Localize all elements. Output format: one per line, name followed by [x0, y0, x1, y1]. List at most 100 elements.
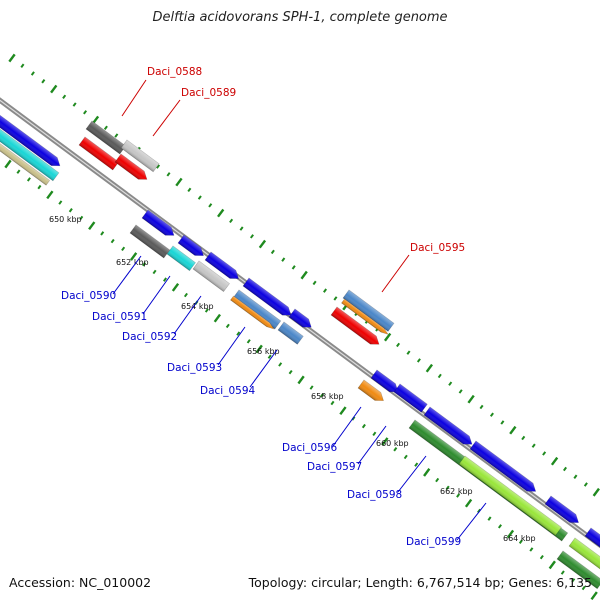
gene-bar-shading: [0, 123, 59, 181]
label-daci-0589-leader: [152, 99, 181, 137]
tick-mark: [320, 393, 325, 398]
tick-mark: [542, 451, 547, 456]
tick-mark: [361, 423, 366, 429]
tick-mark: [467, 394, 475, 404]
label-daci-0598: Daci_0598: [347, 489, 402, 501]
scale-label-660-kbp: 660 kbp: [376, 439, 409, 448]
tick-mark: [213, 313, 221, 323]
tick-mark: [236, 331, 241, 336]
tick-mark: [333, 296, 338, 301]
gene-bar-blue: [288, 308, 312, 328]
label-daci-0597: Daci_0597: [307, 461, 362, 473]
tick-mark: [229, 218, 234, 224]
scale-label-656-kbp: 656 kbp: [247, 347, 280, 356]
tick-mark: [416, 358, 421, 363]
gene-bar-shading: [115, 153, 147, 180]
tick-mark: [225, 323, 230, 329]
tick-mark: [197, 195, 202, 200]
tick-mark: [46, 190, 54, 200]
label-daci-0594-leader: [249, 349, 278, 388]
tick-mark: [330, 400, 335, 406]
tick-mark: [217, 208, 225, 218]
gene-bar-green: [556, 550, 600, 590]
gene-bar-daci-0594: [277, 321, 304, 345]
gene-bar-shading: [278, 321, 304, 345]
tick-mark: [583, 482, 588, 487]
gene-bar-daci-0589: [120, 139, 160, 173]
tick-mark: [548, 560, 556, 570]
gene-bar-blue: [544, 495, 579, 523]
tick-mark: [4, 159, 12, 169]
label-daci-0598-leader: [397, 455, 427, 493]
tick-mark: [529, 547, 534, 552]
gene-bar-shading: [0, 112, 60, 166]
tick-mark: [590, 591, 598, 600]
tick-mark: [573, 474, 578, 479]
tick-mark: [204, 308, 209, 313]
label-daci-0592: Daci_0592: [122, 331, 177, 343]
tick-mark: [563, 466, 567, 472]
gene-bar-shading: [86, 120, 126, 155]
tick-mark: [291, 265, 296, 270]
tick-mark: [37, 184, 42, 190]
gene-bar-daci-0596: [357, 379, 384, 401]
gene-bar-tan: [0, 137, 51, 186]
topology-text: Topology: circular; Length: 6,767,514 bp…: [248, 575, 592, 590]
tick-mark: [270, 249, 275, 255]
tick-mark: [121, 246, 126, 252]
label-daci-0596: Daci_0596: [282, 442, 338, 454]
tick-mark: [435, 477, 440, 483]
tick-mark: [423, 468, 431, 477]
gene-bar-daci-0591: [166, 245, 196, 272]
gene-bar-daci-0599: [458, 455, 562, 536]
tick-mark: [489, 412, 494, 417]
gene-bar-daci-0588: [85, 120, 127, 155]
gene-bar-shading: [459, 455, 562, 536]
tick-mark: [487, 516, 492, 521]
scale-label-650-kbp: 650 kbp: [49, 215, 82, 224]
scale-label-652-kbp: 652 kbp: [116, 258, 149, 267]
tick-mark: [456, 493, 461, 498]
tick-mark: [309, 385, 314, 390]
label-daci-0591-leader: [142, 275, 171, 315]
tick-mark: [175, 177, 183, 187]
tick-mark: [581, 585, 586, 591]
gene-bar-blue: [370, 369, 399, 393]
gene-bar-red: [78, 136, 120, 171]
scale-label-662-kbp: 662 kbp: [440, 487, 473, 496]
tick-mark: [129, 252, 138, 261]
tick-mark: [381, 437, 389, 446]
tick-mark: [62, 94, 67, 99]
tick-mark: [506, 529, 515, 539]
gene-bar-light-green: [568, 537, 600, 571]
tick-mark: [72, 102, 77, 107]
gene-bar-shading: [341, 298, 389, 335]
scale-label-654-kbp: 654 kbp: [181, 302, 214, 311]
gene-bar-cyan: [0, 123, 60, 182]
tick-mark: [323, 288, 328, 293]
tick-mark: [110, 238, 115, 244]
scale-label-658-kbp: 658 kbp: [311, 392, 344, 401]
gene-bar-red: [114, 153, 148, 180]
gene-bar-shading: [394, 383, 428, 413]
tick-mark: [239, 226, 244, 231]
label-daci-0588: Daci_0588: [147, 66, 202, 78]
tick-mark: [518, 539, 523, 544]
tick-mark: [246, 339, 251, 344]
gene-bar-shading: [230, 295, 274, 329]
tick-mark: [458, 389, 463, 394]
gene-bar-shading: [289, 308, 312, 328]
gene-bar-blue: [584, 527, 600, 555]
tick-mark: [156, 164, 161, 169]
tick-mark: [26, 177, 31, 182]
label-daci-0599: Daci_0599: [406, 536, 461, 548]
tick-mark: [183, 292, 188, 298]
tick-mark: [83, 110, 88, 115]
tick-mark: [383, 332, 392, 342]
tick-mark: [445, 485, 450, 490]
tick-mark: [539, 554, 544, 560]
tick-mark: [103, 125, 108, 130]
gene-bar-daci-0598: [469, 440, 537, 492]
tick-mark: [267, 354, 272, 359]
tick-mark: [79, 215, 84, 221]
